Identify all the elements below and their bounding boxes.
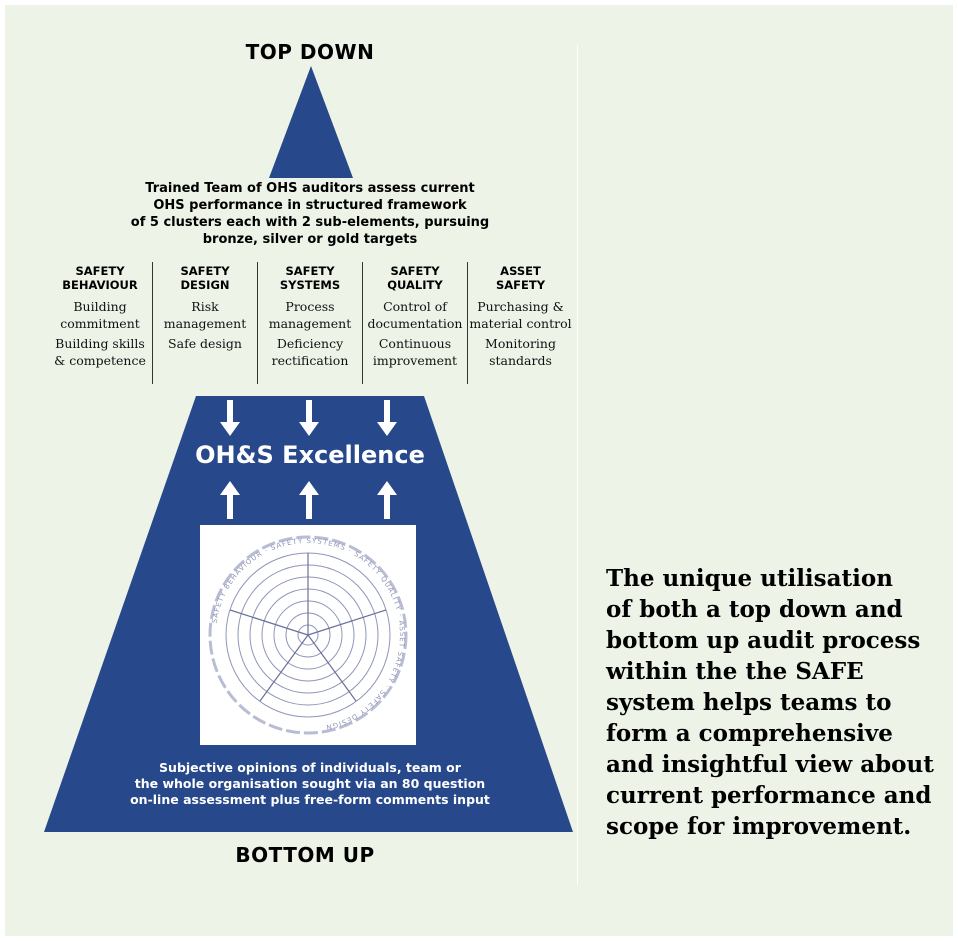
cluster-item-line: material control — [469, 316, 572, 331]
cluster-title-line: SAFETY — [75, 264, 125, 278]
auditor-line: Trained Team of OHS auditors assess curr… — [145, 181, 475, 196]
subjective-line: Subjective opinions of individuals, team… — [159, 760, 461, 775]
cluster-title-line: DESIGN — [180, 278, 230, 292]
cluster-item-line: Monitoring — [485, 336, 556, 351]
side-line: bottom up audit process — [606, 627, 921, 654]
cluster-item: Monitoring standards — [468, 335, 573, 369]
side-line: current performance and — [606, 782, 932, 809]
cluster-safety-quality: SAFETY QUALITY Control of documentation … — [363, 262, 468, 384]
cluster-title-line: SAFETY — [285, 264, 335, 278]
cluster-title: SAFETY SYSTEMS — [258, 264, 362, 298]
cluster-item-line: Control of — [383, 299, 447, 314]
cluster-item-line: Risk — [191, 299, 219, 314]
cluster-title: SAFETY DESIGN — [153, 264, 257, 298]
cluster-item: Safe design — [153, 335, 257, 352]
cluster-title-line: QUALITY — [387, 278, 443, 292]
cluster-item-line: & competence — [54, 353, 146, 368]
cluster-table: SAFETY BEHAVIOUR Building commitment Bui… — [48, 262, 575, 384]
radar-wheel-icon: SAFETY BEHAVIOUR · SAFETY SYSTEMS · SAFE… — [208, 535, 408, 735]
subjective-description: Subjective opinions of individuals, team… — [90, 760, 530, 808]
cluster-title-line: SYSTEMS — [279, 278, 341, 292]
cluster-item: Building commitment — [48, 298, 152, 332]
cluster-title: SAFETY BEHAVIOUR — [48, 264, 152, 298]
cluster-safety-design: SAFETY DESIGN Risk management Safe desig… — [153, 262, 258, 384]
side-line: The unique utilisation — [606, 565, 893, 592]
auditor-line: OHS performance in structured framework — [153, 198, 467, 213]
cluster-item-line: Continuous — [378, 336, 452, 351]
top-down-title: TOP DOWN — [245, 40, 375, 64]
side-line: scope for improvement. — [606, 813, 912, 840]
cluster-safety-systems: SAFETY SYSTEMS Process management Defici… — [258, 262, 363, 384]
cluster-title-line: SAFETY — [180, 264, 230, 278]
cluster-item-line: commitment — [60, 316, 140, 331]
top-down-triangle — [269, 66, 353, 178]
side-line: system helps teams to — [606, 689, 892, 716]
cluster-item-line: Safe design — [168, 336, 242, 351]
arrow-up-icon — [377, 481, 397, 519]
cluster-title-line: ASSET — [500, 264, 541, 278]
side-line: form a comprehensive — [606, 720, 893, 747]
cluster-item-line: improvement — [372, 353, 458, 368]
side-line: of both a top down and — [606, 596, 903, 623]
cluster-title: ASSET SAFETY — [468, 264, 573, 298]
cluster-item-line: rectification — [271, 353, 349, 368]
cluster-item: Building skills & competence — [48, 335, 152, 369]
subjective-line: the whole organisation sought via an 80 … — [134, 776, 486, 791]
auditor-line: bronze, silver or gold targets — [202, 232, 418, 247]
cluster-item-line: Building — [73, 299, 127, 314]
arrow-down-icon — [377, 400, 397, 436]
cluster-safety-behaviour: SAFETY BEHAVIOUR Building commitment Bui… — [48, 262, 153, 384]
cluster-item-line: management — [163, 316, 247, 331]
cluster-title-line: SAFETY — [390, 264, 440, 278]
excellence-label: OH&S Excellence — [195, 441, 425, 469]
side-line: and insightful view about — [606, 751, 934, 778]
cluster-item-line: Process — [285, 299, 335, 314]
subjective-line: on-line assessment plus free-form commen… — [130, 792, 490, 807]
bottom-up-title: BOTTOM UP — [235, 843, 375, 867]
vertical-divider — [577, 45, 578, 885]
cluster-item-line: Building skills — [55, 336, 145, 351]
auditor-line: of 5 clusters each with 2 sub-elements, … — [130, 215, 490, 230]
cluster-title-line: SAFETY — [495, 278, 546, 292]
cluster-item: Risk management — [153, 298, 257, 332]
cluster-item-line: management — [268, 316, 352, 331]
side-line: within the the SAFE — [606, 658, 864, 685]
cluster-asset-safety: ASSET SAFETY Purchasing & material contr… — [468, 262, 573, 384]
assessment-wheel-image: SAFETY BEHAVIOUR · SAFETY SYSTEMS · SAFE… — [200, 525, 416, 745]
cluster-item-line: documentation — [367, 316, 463, 331]
cluster-item: Deficiency rectification — [258, 335, 362, 369]
arrow-down-icon — [220, 400, 240, 436]
cluster-item-line: standards — [489, 353, 552, 368]
cluster-item: Continuous improvement — [363, 335, 467, 369]
arrow-up-icon — [220, 481, 240, 519]
cluster-item: Purchasing & material control — [468, 298, 573, 332]
cluster-item-line: Purchasing & — [477, 299, 564, 314]
cluster-item-line: Deficiency — [276, 336, 344, 351]
cluster-item: Control of documentation — [363, 298, 467, 332]
cluster-title: SAFETY QUALITY — [363, 264, 467, 298]
auditor-description: Trained Team of OHS auditors assess curr… — [95, 180, 525, 248]
arrow-down-icon — [299, 400, 319, 436]
arrow-up-icon — [299, 481, 319, 519]
cluster-title-line: BEHAVIOUR — [62, 278, 138, 292]
side-description: The unique utilisation of both a top dow… — [606, 563, 946, 842]
cluster-item: Process management — [258, 298, 362, 332]
